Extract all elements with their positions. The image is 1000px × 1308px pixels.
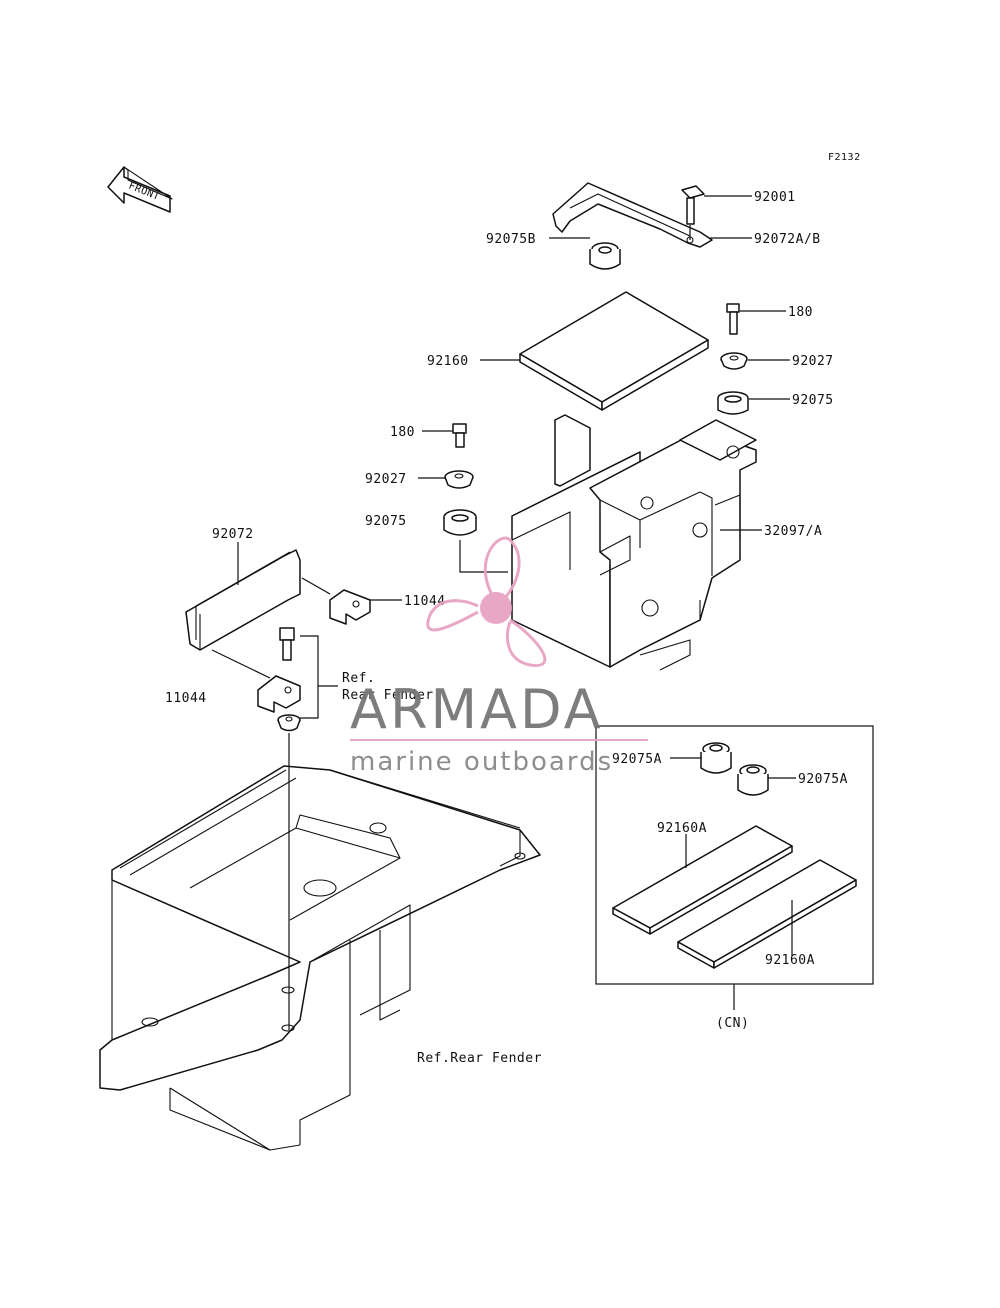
- cushion-92075-right: [717, 391, 749, 415]
- label-92160A-2: 92160A: [765, 953, 815, 968]
- label-92075A-2: 92075A: [798, 772, 848, 787]
- label-92075-left: 92075: [365, 514, 407, 529]
- screw-180-right: [726, 303, 740, 335]
- screw-180-left: [452, 423, 467, 448]
- label-92075-right: 92075: [792, 393, 834, 408]
- figure-code: F2132: [828, 152, 861, 163]
- battery-holder-bracket: [552, 182, 713, 248]
- label-92075A-1: 92075A: [612, 752, 662, 767]
- washer-rear-fender: [277, 714, 301, 732]
- label-ref-1: Ref.: [342, 671, 375, 686]
- label-92160A-1: 92160A: [657, 821, 707, 836]
- label-92072AB: 92072A/B: [754, 232, 821, 247]
- label-92001: 92001: [754, 190, 796, 205]
- bolt-92001: [681, 185, 705, 225]
- watermark-brand: ARMADA: [350, 678, 604, 741]
- armada-watermark: ARMADA marine outboards: [350, 536, 648, 777]
- cushion-92075-left: [443, 509, 477, 536]
- clip-11044-right: [329, 589, 371, 625]
- label-92075B: 92075B: [486, 232, 536, 247]
- front-arrow-icon: FRONT: [107, 166, 173, 213]
- watermark-tagline: marine outboards: [350, 747, 613, 777]
- pad-92160A-2: [677, 859, 857, 969]
- label-ref-2: Rear Fender: [342, 688, 434, 703]
- bolt-rear-fender: [279, 627, 295, 661]
- label-92072: 92072: [212, 527, 254, 542]
- label-92160: 92160: [427, 354, 469, 369]
- label-92027-right: 92027: [792, 354, 834, 369]
- cushion-92075B: [589, 242, 621, 270]
- label-180-right: 180: [788, 305, 813, 320]
- rear-fender: [99, 765, 541, 1151]
- strap-92072: [185, 549, 301, 651]
- cushion-92075A-1: [700, 742, 732, 774]
- clip-11044-left: [257, 675, 301, 713]
- label-32097A: 32097/A: [764, 524, 822, 539]
- propeller-logo: [426, 536, 547, 668]
- cushion-92075A-2: [737, 764, 769, 796]
- pad-92160A-1: [612, 825, 793, 935]
- washer-92027-left: [444, 470, 474, 489]
- label-180-left: 180: [390, 425, 415, 440]
- label-92027-left: 92027: [365, 472, 407, 487]
- kit-label-cn: (CN): [716, 1016, 749, 1031]
- washer-92027-right: [720, 352, 748, 370]
- label-11044-right: 11044: [404, 594, 446, 609]
- label-ref-rear-fender-bottom: Ref.Rear Fender: [417, 1051, 542, 1066]
- pad-92160: [519, 291, 709, 411]
- label-11044-left: 11044: [165, 691, 207, 706]
- battery-case-32097A: [511, 414, 757, 671]
